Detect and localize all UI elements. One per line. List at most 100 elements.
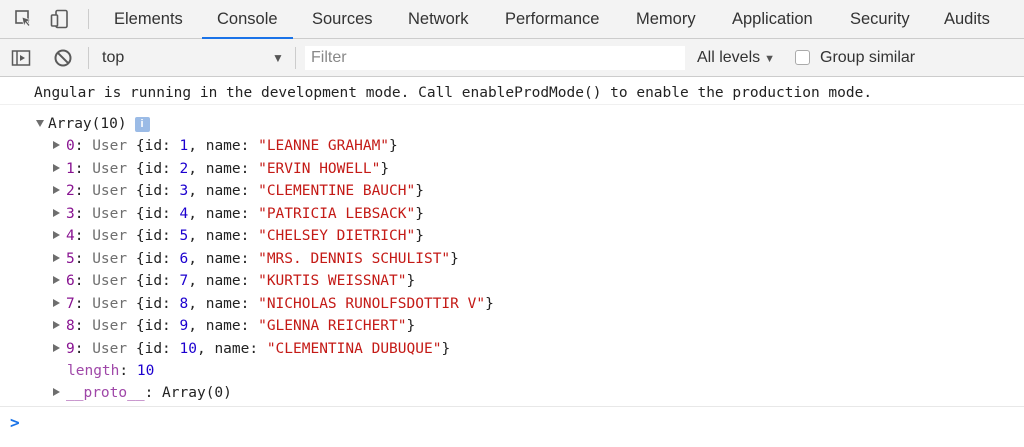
tab-audits[interactable]: Audits xyxy=(944,10,990,28)
colon: : xyxy=(74,160,93,177)
array-item-row[interactable]: 9: User {id: 10, name: "CLEMENTINA DUBUQ… xyxy=(53,338,450,361)
collapsed-triangle-icon[interactable] xyxy=(53,163,60,172)
name-key: , name: xyxy=(188,273,259,289)
brace-open: { xyxy=(127,250,145,267)
colon: : xyxy=(74,205,93,222)
tab-network[interactable]: Network xyxy=(408,10,469,28)
item-index: 4 xyxy=(66,228,75,244)
item-id: 8 xyxy=(179,295,189,312)
name-key: , name: xyxy=(188,160,259,177)
expanded-triangle-icon[interactable] xyxy=(36,119,44,127)
context-selector[interactable]: top xyxy=(102,49,125,66)
item-name: "ERVIN HOWELL" xyxy=(258,160,381,177)
array-item-row[interactable]: 4: User {id: 5, name: "CHELSEY DIETRICH"… xyxy=(53,225,424,248)
array-root-row[interactable]: Array(10)i xyxy=(36,113,150,136)
collapsed-triangle-icon[interactable] xyxy=(53,208,60,217)
show-sidebar-icon[interactable] xyxy=(11,48,31,68)
item-id: 5 xyxy=(179,228,189,244)
item-name: "NICHOLAS RUNOLFSDOTTIR V" xyxy=(258,295,486,312)
array-item-row[interactable]: 7: User {id: 8, name: "NICHOLAS RUNOLFSD… xyxy=(53,293,494,316)
item-id: 4 xyxy=(179,205,189,222)
tab-console[interactable]: Console xyxy=(202,0,292,39)
context-dropdown-icon[interactable]: ▼ xyxy=(272,51,284,65)
collapsed-triangle-icon[interactable] xyxy=(53,298,60,307)
name-key: , name: xyxy=(188,295,259,312)
tab-performance[interactable]: Performance xyxy=(505,10,600,28)
collapsed-triangle-icon[interactable] xyxy=(53,321,60,329)
item-type: User xyxy=(92,318,128,334)
brace-open: { xyxy=(127,160,145,177)
brace-close: } xyxy=(389,138,398,154)
clear-console-icon[interactable] xyxy=(53,48,73,68)
info-icon[interactable]: i xyxy=(134,116,150,132)
colon: : xyxy=(74,183,93,199)
item-type: User xyxy=(92,160,128,177)
item-index: 3 xyxy=(66,205,75,222)
length-row: length: 10 xyxy=(67,360,154,383)
item-index: 6 xyxy=(66,273,75,289)
tab-sources[interactable]: Sources xyxy=(312,10,373,28)
colon: : xyxy=(74,273,93,289)
name-key: , name: xyxy=(188,250,259,267)
log-levels-label: All levels xyxy=(697,49,761,66)
inspect-element-icon[interactable] xyxy=(14,9,34,29)
item-name: "MRS. DENNIS SCHULIST" xyxy=(258,250,451,267)
item-type: User xyxy=(92,183,128,199)
colon: : xyxy=(144,385,163,401)
brace-open: { xyxy=(127,295,145,312)
brace-open: { xyxy=(127,138,145,154)
collapsed-triangle-icon[interactable] xyxy=(53,186,60,194)
name-key: , name: xyxy=(196,340,267,357)
proto-row[interactable]: __proto__: Array(0) xyxy=(53,382,232,405)
item-index: 9 xyxy=(66,340,75,357)
item-name: "GLENNA REICHERT" xyxy=(258,318,407,334)
group-similar-checkbox[interactable] xyxy=(795,50,810,65)
filter-input[interactable] xyxy=(305,46,685,70)
brace-close: } xyxy=(406,273,416,289)
collapsed-triangle-icon[interactable] xyxy=(53,343,60,352)
array-item-row[interactable]: 6: User {id: 7, name: "KURTIS WEISSNAT"} xyxy=(53,270,415,293)
brace-close: } xyxy=(450,250,459,267)
devtools-tab-bar: Elements Console Sources Network Perform… xyxy=(0,0,1024,39)
tab-application[interactable]: Application xyxy=(732,10,813,28)
item-name: "CLEMENTINE BAUCH" xyxy=(258,183,416,199)
tab-memory[interactable]: Memory xyxy=(636,10,696,28)
item-name: "LEANNE GRAHAM" xyxy=(258,138,390,154)
group-similar-label: Group similar xyxy=(820,49,916,66)
toolbar-separator xyxy=(295,47,296,69)
name-key: , name: xyxy=(188,228,259,244)
tab-security[interactable]: Security xyxy=(850,10,910,28)
array-item-row[interactable]: 8: User {id: 9, name: "GLENNA REICHERT"} xyxy=(53,315,415,338)
item-id: 1 xyxy=(179,138,189,154)
tab-separator xyxy=(88,9,89,29)
log-levels-dropdown[interactable]: All levels▼ xyxy=(697,39,775,77)
collapsed-triangle-icon[interactable] xyxy=(53,141,60,149)
tab-elements[interactable]: Elements xyxy=(114,10,183,28)
name-key: , name: xyxy=(188,318,259,334)
brace-close: } xyxy=(415,183,424,199)
collapsed-triangle-icon[interactable] xyxy=(53,276,60,284)
device-toolbar-icon[interactable] xyxy=(50,9,70,29)
item-name: "CLEMENTINA DUBUQUE" xyxy=(266,340,442,357)
colon: : xyxy=(74,318,93,334)
colon: : xyxy=(119,363,137,379)
item-id: 9 xyxy=(179,318,189,334)
item-id: 10 xyxy=(179,340,197,357)
name-key: , name: xyxy=(188,138,259,154)
brace-close: } xyxy=(415,205,424,222)
length-value: 10 xyxy=(136,363,155,379)
array-item-row[interactable]: 2: User {id: 3, name: "CLEMENTINE BAUCH"… xyxy=(53,180,424,203)
array-item-row[interactable]: 3: User {id: 4, name: "PATRICIA LEBSACK"… xyxy=(53,203,424,226)
array-item-row[interactable]: 0: User {id: 1, name: "LEANNE GRAHAM"} xyxy=(53,135,398,158)
item-type: User xyxy=(92,228,128,244)
array-item-row[interactable]: 5: User {id: 6, name: "MRS. DENNIS SCHUL… xyxy=(53,248,459,271)
array-item-row[interactable]: 1: User {id: 2, name: "ERVIN HOWELL"} xyxy=(53,158,389,181)
chevron-down-icon: ▼ xyxy=(764,53,776,65)
collapsed-triangle-icon[interactable] xyxy=(53,388,60,396)
id-key: id: xyxy=(144,205,180,222)
collapsed-triangle-icon[interactable] xyxy=(53,253,60,262)
collapsed-triangle-icon[interactable] xyxy=(53,231,60,239)
console-prompt-line[interactable]: > xyxy=(0,406,1024,447)
length-key: length xyxy=(67,363,120,379)
colon: : xyxy=(74,340,93,357)
